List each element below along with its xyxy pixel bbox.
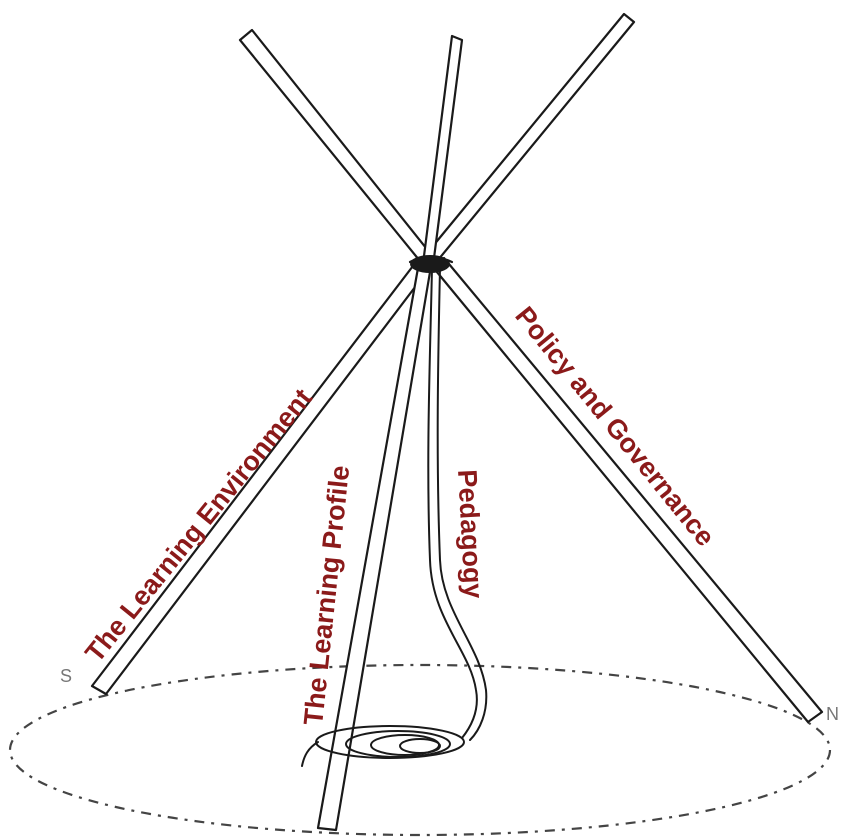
pole-policy-governance (432, 258, 822, 722)
pole-learning-environment (92, 262, 428, 694)
compass-north: N (826, 704, 839, 724)
rope-coil (302, 726, 464, 766)
ground-circle (10, 665, 830, 835)
label-policy-governance: Policy and Governance (509, 301, 720, 552)
label-learning-environment: The Learning Environment (79, 383, 318, 668)
compass-south: S (60, 666, 72, 686)
pole-upper-left (240, 30, 434, 266)
label-pedagogy: Pedagogy (452, 469, 489, 599)
